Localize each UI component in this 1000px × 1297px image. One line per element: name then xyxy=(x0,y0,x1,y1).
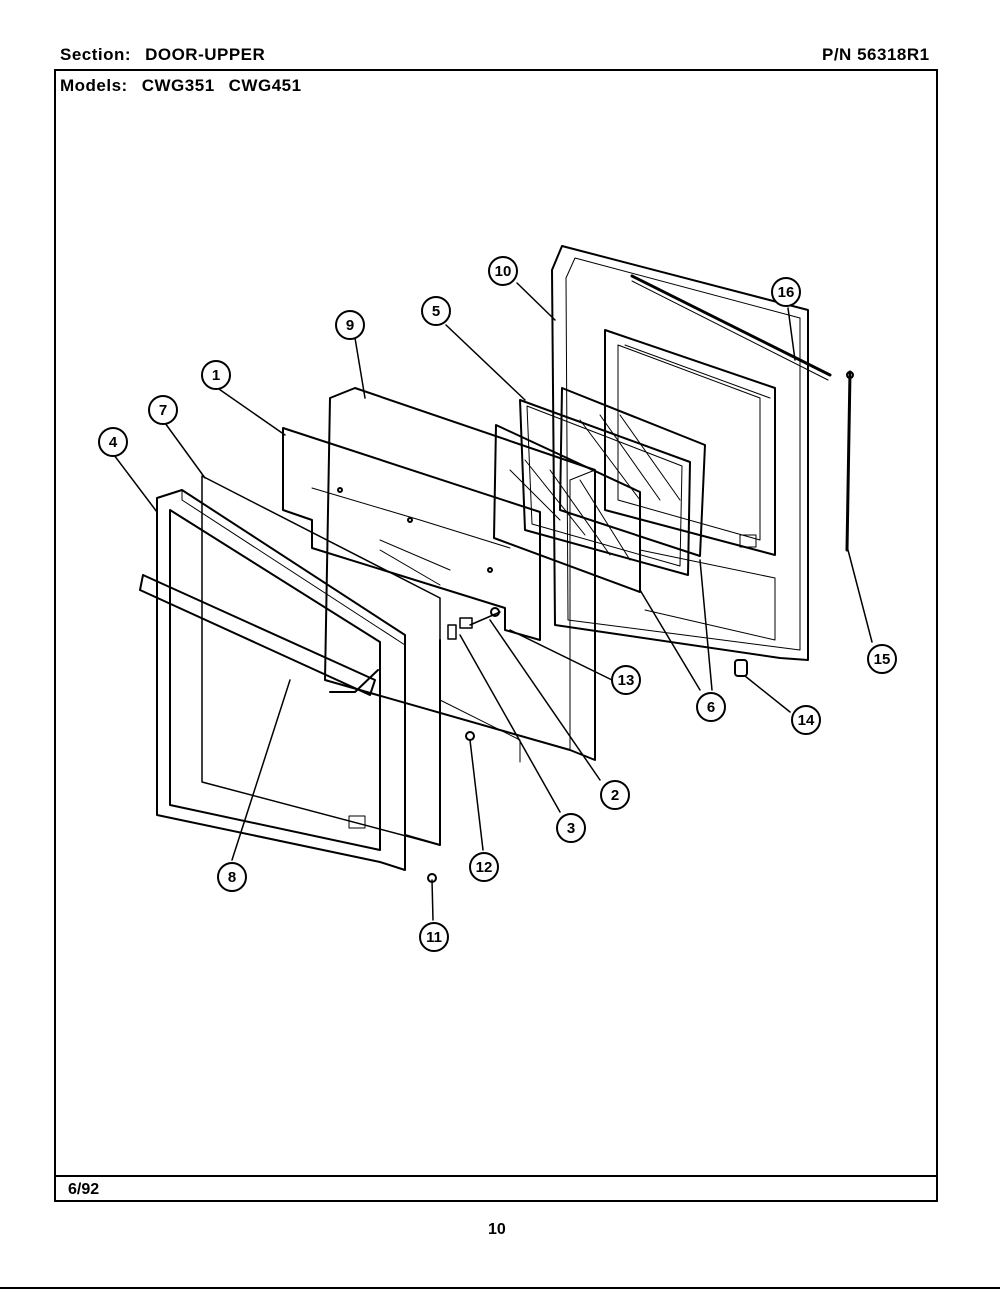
diagram-frame xyxy=(54,69,938,1202)
part-5-glass-frame xyxy=(519,387,706,576)
svg-text:12: 12 xyxy=(476,859,493,876)
pn-value: 56318R1 xyxy=(857,45,930,64)
section-header: Section: DOOR-UPPER xyxy=(60,45,265,65)
callout-3: 3 xyxy=(556,813,586,843)
callout-9: 9 xyxy=(335,310,365,340)
svg-text:6: 6 xyxy=(707,699,715,716)
svg-text:13: 13 xyxy=(618,672,635,689)
revision-date: 6/92 xyxy=(68,1181,100,1198)
part-number-header: P/N 56318R1 xyxy=(822,45,930,65)
models-header: Models: CWG351 CWG451 xyxy=(60,76,302,96)
callout-15: 15 xyxy=(867,644,897,674)
svg-text:8: 8 xyxy=(228,869,236,886)
part-4-outer-door xyxy=(156,489,406,871)
footer-divider xyxy=(54,1175,938,1177)
svg-text:11: 11 xyxy=(426,929,442,946)
svg-text:14: 14 xyxy=(798,712,815,729)
svg-text:5: 5 xyxy=(432,303,440,320)
callout-7: 7 xyxy=(148,395,178,425)
callout-16: 16 xyxy=(771,277,801,307)
svg-text:1: 1 xyxy=(212,367,220,384)
part-7-outer-glass xyxy=(201,475,441,846)
svg-text:9: 9 xyxy=(346,317,354,334)
callouts: 1 2 3 4 5 6 7 8 9 10 11 12 13 14 15 16 xyxy=(98,256,897,952)
part-1-top-panel xyxy=(282,427,541,641)
svg-text:2: 2 xyxy=(611,787,619,804)
model-1: CWG351 xyxy=(141,76,215,95)
callout-12: 12 xyxy=(469,852,499,882)
callout-4: 4 xyxy=(98,427,128,457)
callout-5: 5 xyxy=(421,296,451,326)
part-16-top-trim xyxy=(630,274,832,381)
callout-1: 1 xyxy=(201,360,231,390)
model-2: CWG451 xyxy=(228,76,302,95)
svg-text:7: 7 xyxy=(159,402,167,419)
svg-text:3: 3 xyxy=(567,820,575,837)
part-12-lower-panel xyxy=(404,639,521,846)
callout-10: 10 xyxy=(488,256,518,286)
svg-text:4: 4 xyxy=(109,434,118,451)
section-value: DOOR-UPPER xyxy=(145,45,266,64)
part-14-clip xyxy=(734,659,748,677)
callout-8: 8 xyxy=(217,862,247,892)
section-label: Section: xyxy=(60,45,132,64)
latch-parts xyxy=(447,607,501,640)
leader-lines xyxy=(113,282,873,921)
callout-14: 14 xyxy=(791,705,821,735)
models-label: Models: xyxy=(60,76,128,95)
svg-text:15: 15 xyxy=(874,651,891,668)
callout-13: 13 xyxy=(611,665,641,695)
callout-11: 11 xyxy=(419,922,449,952)
page-number: 10 xyxy=(488,1221,506,1238)
part-15-side-trim xyxy=(845,370,854,552)
svg-text:16: 16 xyxy=(778,284,795,301)
part-10-door-liner xyxy=(551,245,809,661)
part-8-handle xyxy=(139,574,379,829)
bottom-rule xyxy=(0,1287,1000,1289)
svg-text:10: 10 xyxy=(495,263,512,280)
pn-label: P/N xyxy=(822,45,852,64)
callout-6a: 6 xyxy=(696,692,726,722)
callout-2: 2 xyxy=(600,780,630,810)
